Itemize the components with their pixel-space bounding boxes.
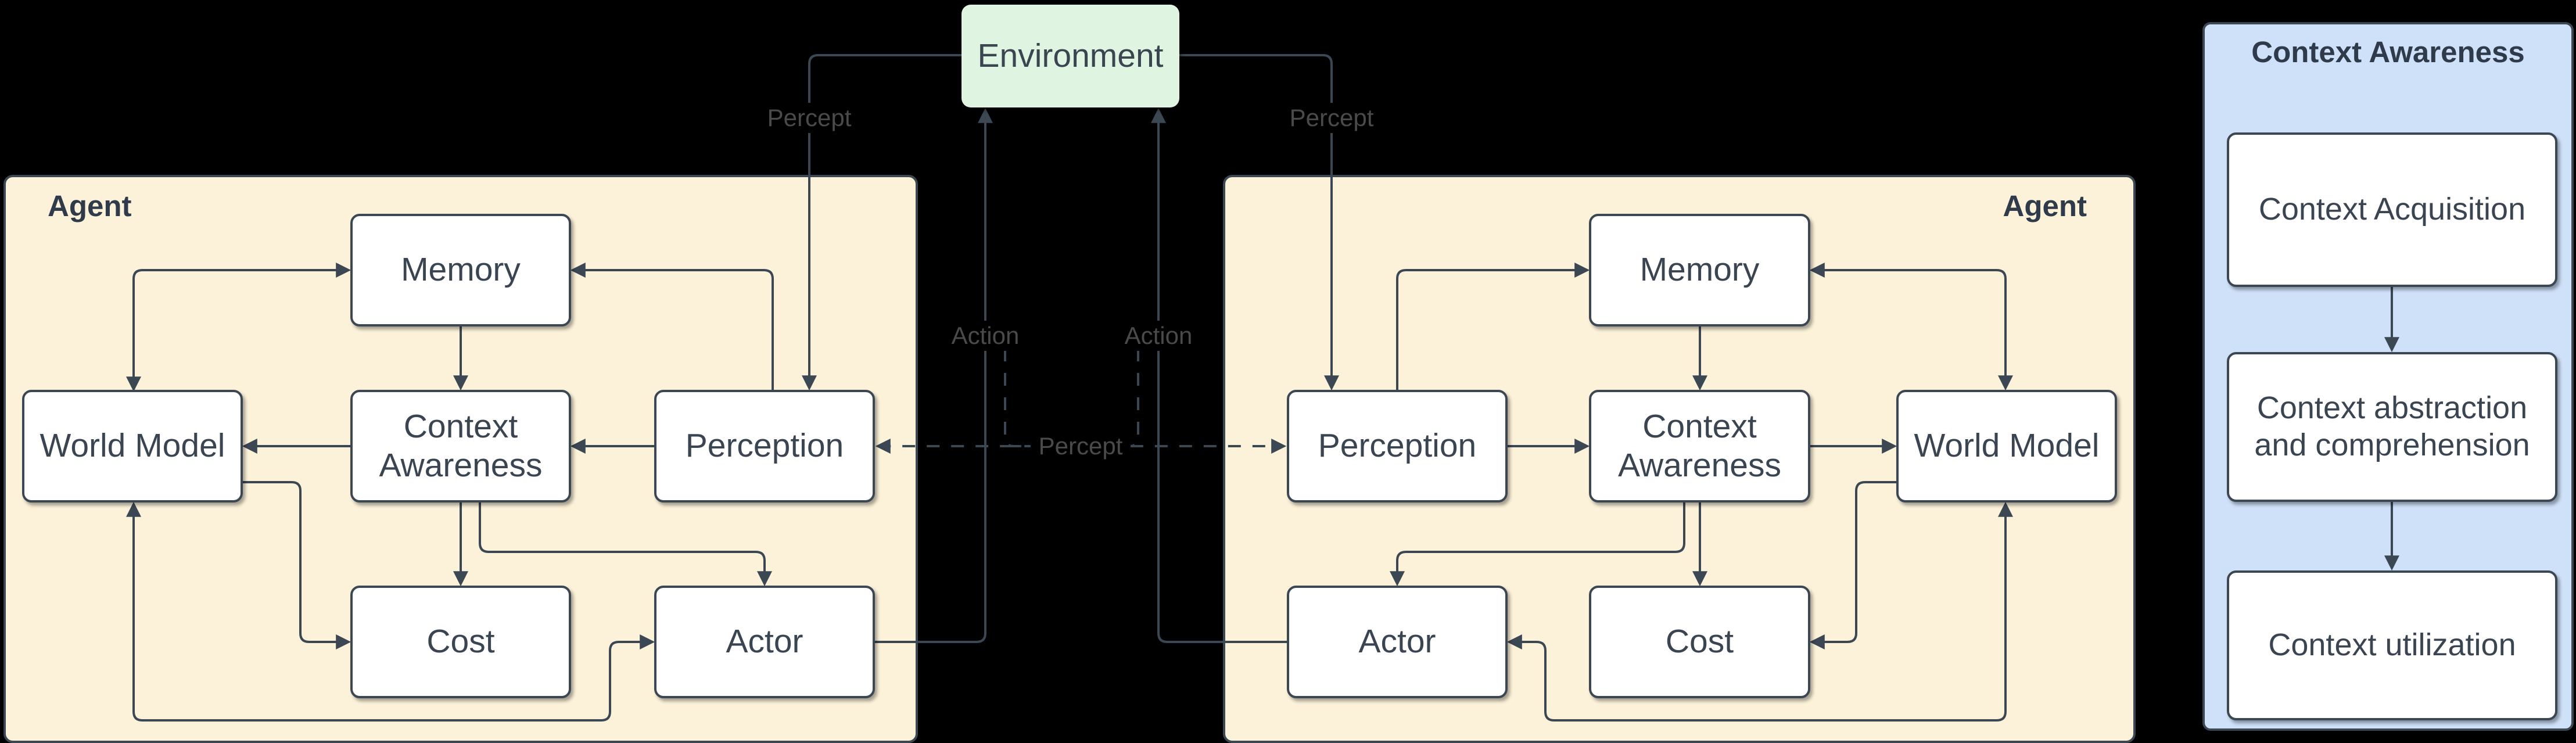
edge-actor-worldmodel-loop-right <box>1506 501 2013 722</box>
edge-worldmodel-memory-left <box>126 263 351 392</box>
context-utilization-node <box>2227 570 2557 720</box>
memory-node-right <box>1589 214 1810 326</box>
actor-node-right <box>1287 586 1508 698</box>
world-model-node-left <box>22 390 243 502</box>
cost-node-left <box>350 586 571 698</box>
context-acquisition-node <box>2227 132 2557 287</box>
edge-perception-memory-right <box>1396 263 1590 391</box>
perception-node-left <box>654 390 875 502</box>
context-abstraction-node <box>2227 352 2557 502</box>
edge-perception-memory-left <box>570 263 774 391</box>
edge-worldmodel-memory-right <box>1809 263 2013 391</box>
edge-actor-left-action-to-environment <box>874 107 993 643</box>
context-awareness-node-left <box>350 390 571 502</box>
environment-node <box>961 5 1179 107</box>
edge-actor-worldmodel-loop-left <box>126 501 655 722</box>
actor-node-left <box>654 586 875 698</box>
edge-dashed-percept-to-right-perception <box>1004 349 1287 454</box>
edge-environment-percept-left <box>802 54 961 391</box>
edge-environment-percept-right <box>1179 54 1339 391</box>
memory-node-left <box>350 214 571 326</box>
cost-node-right <box>1589 586 1810 698</box>
edge-actor-right-action-to-environment <box>1151 107 1288 643</box>
world-model-node-right <box>1896 390 2117 502</box>
context-awareness-node-right <box>1589 390 1810 502</box>
perception-node-right <box>1287 390 1508 502</box>
